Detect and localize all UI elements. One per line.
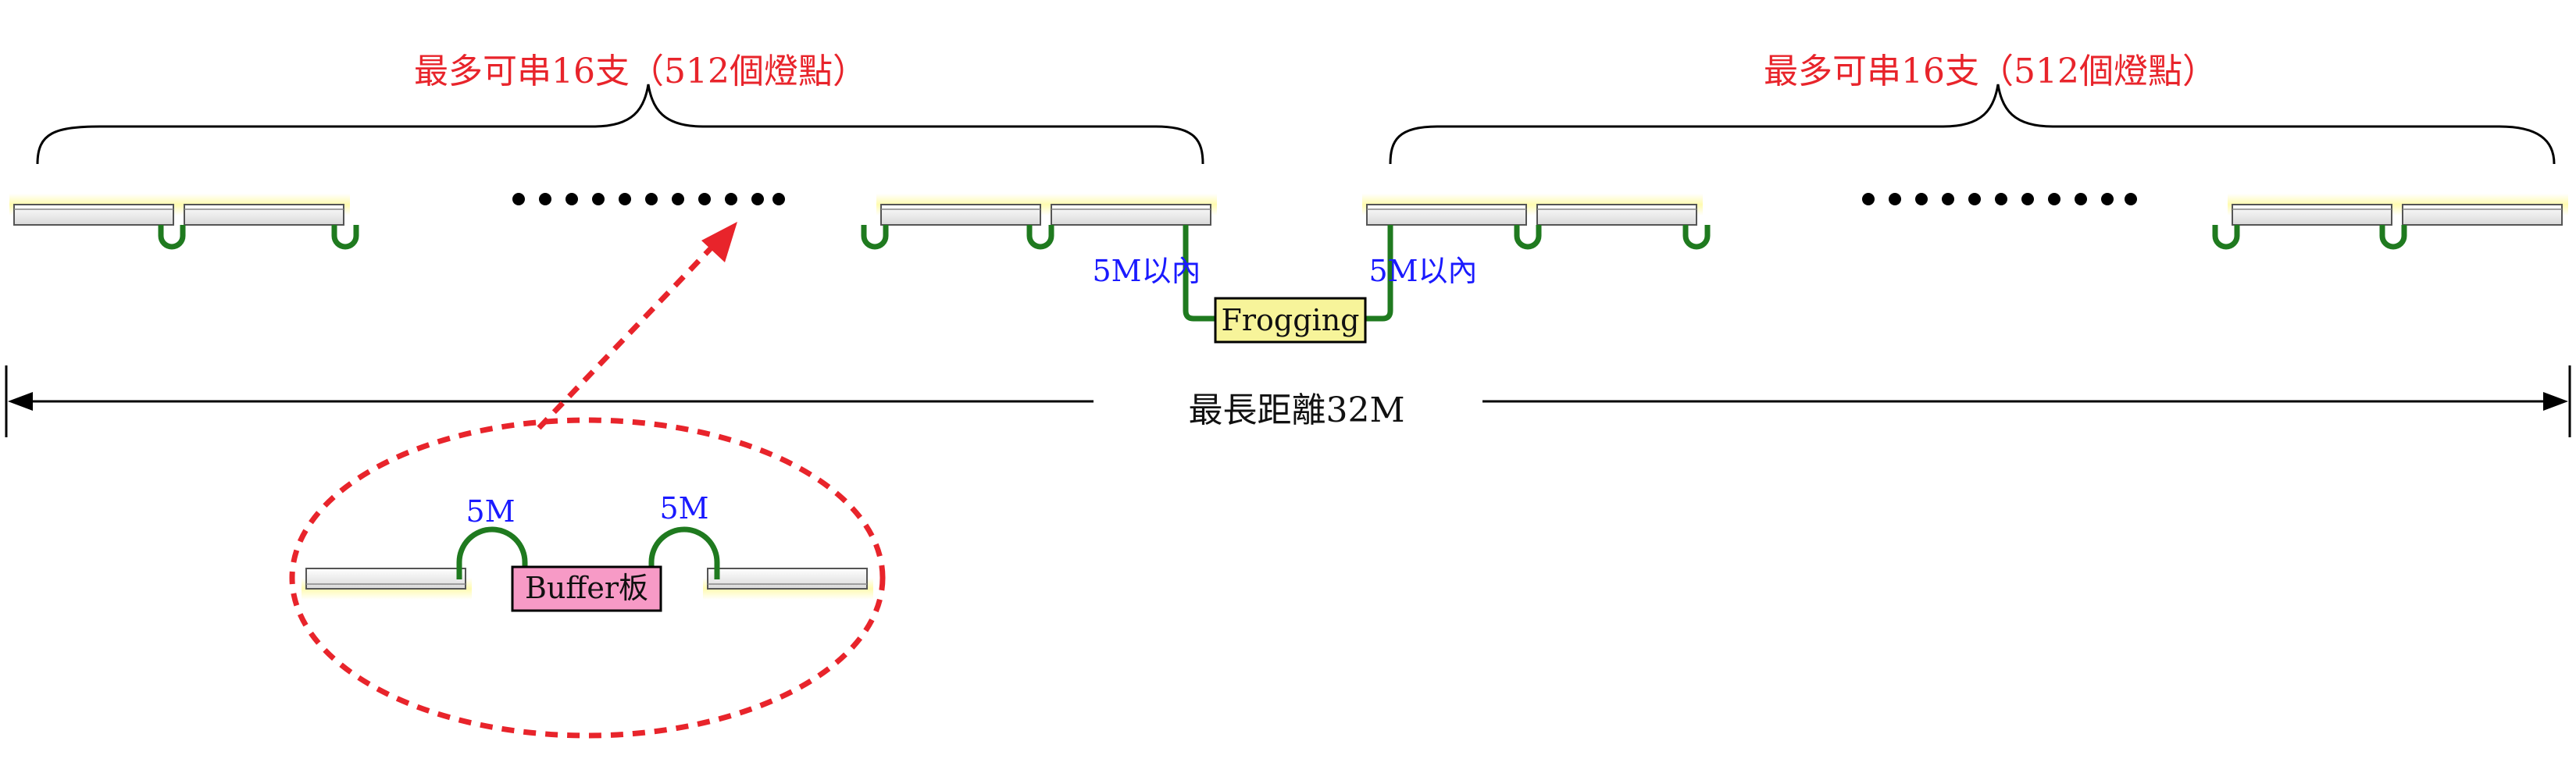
frogging-cable-right	[1365, 225, 1393, 322]
detail-led-bar-right	[702, 568, 874, 600]
led-bar-right-4	[2397, 193, 2569, 226]
detail-cable-left	[456, 526, 528, 579]
led-bar-right-2	[1532, 193, 1704, 226]
frogging-label: Frogging	[1221, 303, 1359, 337]
cable-hook	[861, 225, 889, 250]
led-bar-left-4	[1046, 193, 1218, 226]
right-group-label: 最多可串16支（512個燈點）	[1764, 52, 2217, 91]
frogging-cable-left	[1183, 225, 1215, 322]
led-bar-right-3	[2227, 193, 2399, 226]
buffer-board-label: Buffer板	[525, 571, 648, 605]
detail-led-bar-left	[301, 568, 473, 600]
arrowhead-left	[8, 392, 33, 411]
cable-hook	[331, 225, 359, 250]
cable-hook	[2212, 225, 2240, 250]
detail-cable-right	[648, 526, 720, 579]
left-brace	[36, 84, 1204, 165]
cable-hook	[1682, 225, 1711, 250]
buffer-board-box	[511, 565, 662, 612]
cable-hook	[158, 225, 186, 250]
cable-hook	[2379, 225, 2407, 250]
left-group-label: 最多可串16支（512個燈點）	[414, 52, 867, 91]
cable-hook	[1026, 225, 1054, 250]
cable-hook	[1514, 225, 1542, 250]
led-bar-left-2	[179, 193, 351, 226]
right-link-distance-label: 5M以內	[1368, 254, 1477, 288]
ellipsis-dots-right	[1862, 193, 2137, 205]
led-bar-right-1	[1361, 193, 1533, 226]
callout-arrow-line	[537, 246, 713, 430]
max-distance-label: 最長距離32M	[1188, 390, 1404, 430]
frogging-box	[1214, 297, 1367, 344]
arrowhead-right	[2543, 392, 2568, 411]
detail-left-distance-label: 5M	[466, 494, 515, 529]
led-bar-left-1	[9, 193, 180, 226]
callout-arrowhead	[701, 222, 737, 262]
detail-callout-ellipse	[289, 417, 886, 739]
right-brace	[1389, 84, 2556, 165]
ellipsis-dots-left	[512, 193, 785, 205]
led-bar-left-3	[876, 193, 1047, 226]
left-link-distance-label: 5M以內	[1092, 254, 1201, 288]
detail-right-distance-label: 5M	[659, 491, 708, 526]
